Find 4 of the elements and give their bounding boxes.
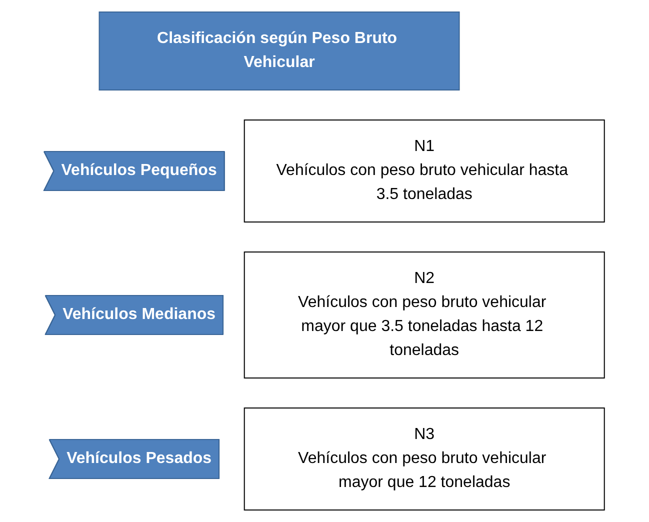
node-box: N3 Vehículos con peso bruto vehicular mayor que 12 toneladas: [244, 408, 606, 510]
node-box: Clasificación según Peso Bruto Vehicular: [99, 12, 460, 90]
node-box: N1 Vehículos con peso bruto vehicular hasta 3.5 toneladas: [244, 120, 606, 222]
node-box: N2 Vehículos con peso bruto vehicular mayor que 3.5 toneladas hasta 12 toneladas: [244, 252, 606, 378]
